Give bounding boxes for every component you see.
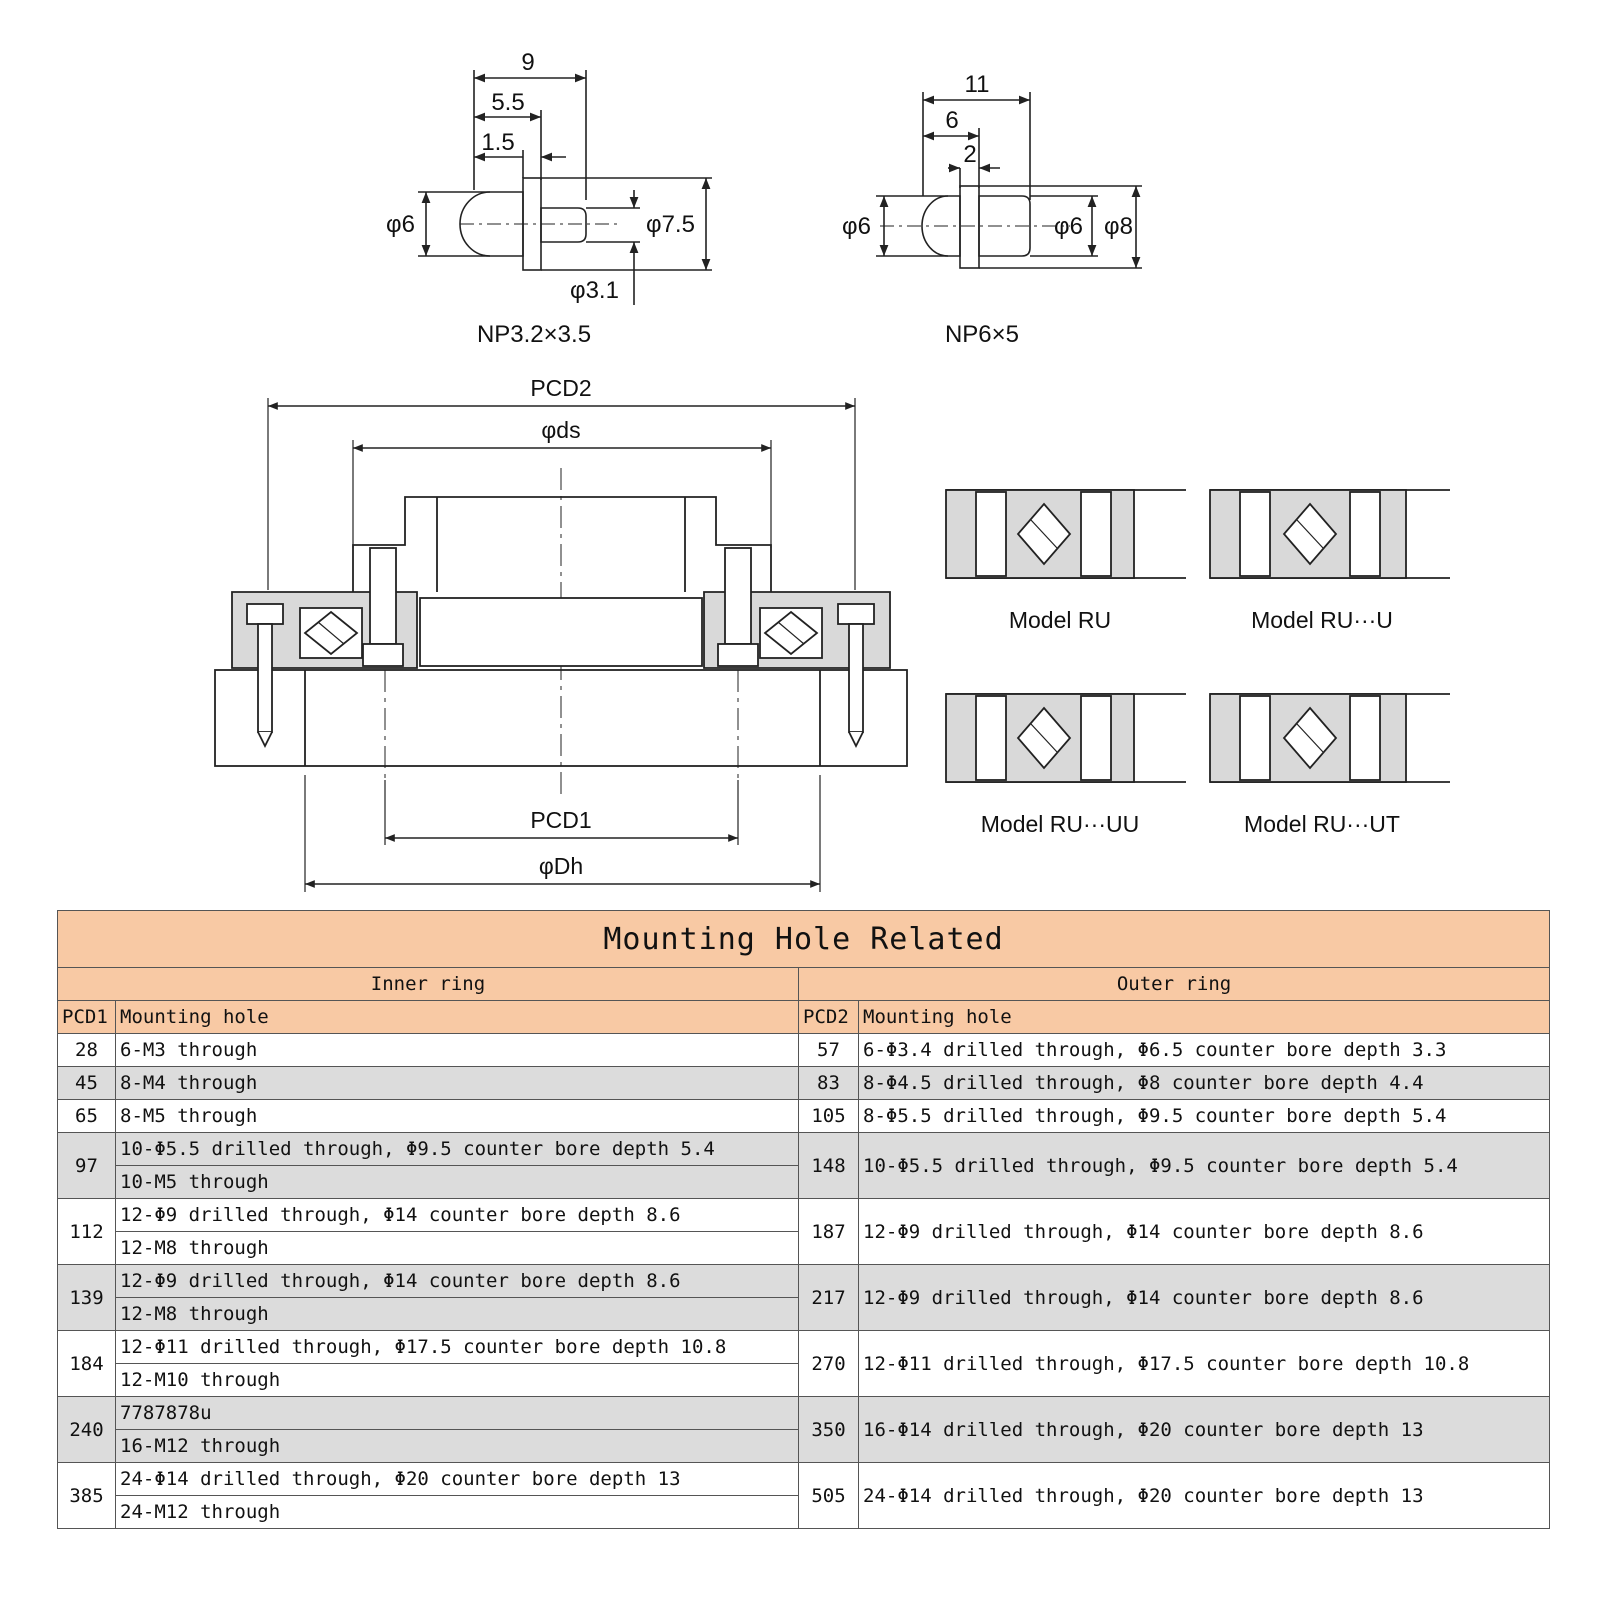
pin-np6 xyxy=(876,92,1142,269)
pin1-dim-phi7-5: φ7.5 xyxy=(646,211,695,238)
inner-hole-cell: 8-M5 through xyxy=(115,1099,799,1133)
pin2-dim-2: 2 xyxy=(963,141,976,168)
label-ds: φds xyxy=(541,417,580,443)
table-title: Mounting Hole Related xyxy=(56,910,1551,968)
table-row: 16-M12 through xyxy=(58,1429,1550,1463)
pin2-name: NP6×5 xyxy=(945,321,1019,348)
model-label-ru: Model RU xyxy=(1009,607,1111,633)
inner-hole-cell: 24-Φ14 drilled through, Φ20 counter bore… xyxy=(115,1462,799,1496)
outer-hole-cell: 6-Φ3.4 drilled through, Φ6.5 counter bor… xyxy=(857,1033,1551,1067)
pcd2-cell: 217 xyxy=(798,1264,859,1331)
inner-hole-cell: 12-M8 through xyxy=(115,1231,799,1265)
pcd2-cell: 270 xyxy=(798,1330,859,1397)
section-view xyxy=(214,398,908,892)
inner-hole-cell: 8-M4 through xyxy=(115,1066,799,1100)
label-dh: φDh xyxy=(539,853,583,879)
inner-hole-cell: 12-Φ9 drilled through, Φ14 counter bore … xyxy=(115,1264,799,1298)
pcd1-header: PCD1 xyxy=(57,1000,116,1034)
pcd1-cell: 28 xyxy=(57,1033,116,1067)
pin1-dim-5-5: 5.5 xyxy=(491,89,524,116)
inner-hole-cell: 16-M12 through xyxy=(115,1429,799,1463)
inner-hole-cell: 24-M12 through xyxy=(115,1495,799,1529)
outer-hole-cell: 12-Φ9 drilled through, Φ14 counter bore … xyxy=(857,1264,1551,1331)
outer-hole-cell: 24-Φ14 drilled through, Φ20 counter bore… xyxy=(857,1462,1551,1529)
pin2-dim-phi8: φ8 xyxy=(1104,213,1133,240)
outer-hole-cell: 10-Φ5.5 drilled through, Φ9.5 counter bo… xyxy=(857,1132,1551,1199)
pcd2-cell: 187 xyxy=(798,1198,859,1265)
pin1-dim-phi3-1: φ3.1 xyxy=(570,277,619,304)
inner-hole-cell: 10-M5 through xyxy=(115,1165,799,1199)
pcd2-header: PCD2 xyxy=(798,1000,859,1034)
inner-hole-header: Mounting hole xyxy=(115,1000,799,1034)
pcd2-cell: 350 xyxy=(798,1396,859,1463)
pcd1-cell: 184 xyxy=(57,1330,116,1397)
inner-hole-cell: 12-Φ11 drilled through, Φ17.5 counter bo… xyxy=(115,1330,799,1364)
pin2-dim-phi6-right: φ6 xyxy=(1054,213,1083,240)
pin2-dim-phi6-left: φ6 xyxy=(842,213,871,240)
pcd2-cell: 57 xyxy=(798,1033,859,1067)
model-ru-ut-icon xyxy=(1209,693,1450,783)
outer-hole-cell: 8-Φ5.5 drilled through, Φ9.5 counter bor… xyxy=(857,1099,1551,1133)
pcd2-cell: 148 xyxy=(798,1132,859,1199)
model-ru-icon xyxy=(945,489,1186,579)
pcd1-cell: 97 xyxy=(57,1132,116,1199)
pcd1-cell: 240 xyxy=(57,1396,116,1463)
outer-hole-cell: 16-Φ14 drilled through, Φ20 counter bore… xyxy=(857,1396,1551,1463)
label-pcd2: PCD2 xyxy=(530,375,591,401)
pin1-dim-phi6: φ6 xyxy=(386,211,415,238)
table-row: 12-M8 through xyxy=(58,1297,1550,1331)
table-row: 24-M12 through xyxy=(58,1495,1550,1529)
table-row: 10-M5 through xyxy=(58,1165,1550,1199)
pcd1-cell: 45 xyxy=(57,1066,116,1100)
pcd2-cell: 105 xyxy=(798,1099,859,1133)
inner-hole-cell: 7787878u xyxy=(115,1396,799,1430)
outer-hole-cell: 12-Φ11 drilled through, Φ17.5 counter bo… xyxy=(857,1330,1551,1397)
inner-hole-cell: 12-M10 through xyxy=(115,1363,799,1397)
pcd1-cell: 112 xyxy=(57,1198,116,1265)
pin2-dim-11: 11 xyxy=(965,71,990,98)
inner-hole-cell: 12-Φ9 drilled through, Φ14 counter bore … xyxy=(115,1198,799,1232)
pin2-dim-6: 6 xyxy=(945,107,958,134)
pcd2-cell: 83 xyxy=(798,1066,859,1100)
mounting-hole-table: Mounting Hole Related Inner ring Outer r… xyxy=(56,910,1551,1529)
bearing-drawing: 9 5.5 1.5 φ6 φ7.5 φ3.1 NP3.2×3.5 11 6 2 … xyxy=(214,49,1450,892)
pcd1-cell: 65 xyxy=(57,1099,116,1133)
outer-hole-cell: 12-Φ9 drilled through, Φ14 counter bore … xyxy=(857,1198,1551,1265)
pin1-dim-9: 9 xyxy=(521,49,534,76)
inner-ring-header: Inner ring xyxy=(57,967,799,1001)
pcd1-cell: 139 xyxy=(57,1264,116,1331)
outer-ring-header: Outer ring xyxy=(797,967,1551,1001)
outer-hole-cell: 8-Φ4.5 drilled through, Φ8 counter bore … xyxy=(857,1066,1551,1100)
inner-hole-cell: 10-Φ5.5 drilled through, Φ9.5 counter bo… xyxy=(115,1132,799,1166)
model-label-ru-uu: Model RU···UU xyxy=(981,811,1139,837)
pin1-dim-1-5: 1.5 xyxy=(481,129,514,156)
pin1-name: NP3.2×3.5 xyxy=(477,321,591,348)
pin-np3 xyxy=(418,70,712,305)
model-ru-u-icon xyxy=(1209,489,1450,579)
pcd2-cell: 505 xyxy=(798,1462,859,1529)
inner-hole-cell: 6-M3 through xyxy=(115,1033,799,1067)
model-ru-uu-icon xyxy=(945,693,1186,783)
inner-hole-cell: 12-M8 through xyxy=(115,1297,799,1331)
pcd1-cell: 385 xyxy=(57,1462,116,1529)
label-pcd1: PCD1 xyxy=(530,807,591,833)
model-label-ru-u: Model RU···U xyxy=(1251,607,1393,633)
outer-hole-header: Mounting hole xyxy=(857,1000,1551,1034)
model-label-ru-ut: Model RU···UT xyxy=(1244,811,1400,837)
